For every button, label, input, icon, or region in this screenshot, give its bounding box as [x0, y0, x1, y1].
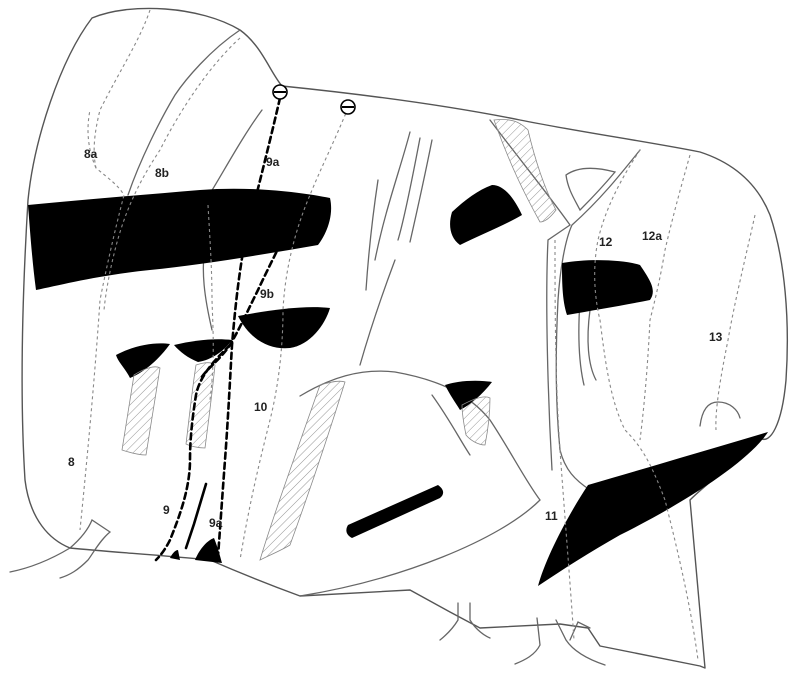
corner-line-center — [360, 260, 395, 365]
groove-2 — [398, 138, 420, 240]
roof-small-2 — [174, 339, 232, 362]
crag-outline — [22, 8, 787, 668]
label-route-9: 9 — [163, 503, 170, 517]
label-route-10: 10 — [254, 400, 268, 414]
label-route-8: 8 — [68, 455, 75, 469]
hatch-left-1 — [122, 367, 160, 455]
label-route-11: 11 — [545, 509, 558, 523]
boulder-base — [195, 538, 222, 563]
right-pillar-line-1 — [556, 150, 640, 490]
roof-center-left — [238, 307, 330, 348]
groove-4 — [366, 180, 378, 290]
label-route-12a: 12a — [642, 229, 662, 243]
roof-right — [562, 260, 653, 315]
groove-3 — [410, 140, 432, 242]
roof-right-wedge — [538, 432, 768, 586]
base-stump-center — [440, 603, 490, 640]
groove-1 — [375, 132, 410, 260]
label-route-13: 13 — [709, 330, 723, 344]
label-route-9a-bottom: 9a — [209, 516, 223, 530]
crack-upper-left — [206, 110, 262, 200]
anchor-9a — [273, 85, 287, 99]
label-route-9a-top: 9a — [266, 155, 280, 169]
label-route-8b: 8b — [155, 166, 169, 180]
roof-upper-center — [450, 185, 522, 245]
hatch-mid-center — [462, 397, 490, 445]
roof-band-left — [28, 189, 331, 290]
label-route-9b: 9b — [260, 287, 274, 301]
route-13-line — [716, 215, 755, 430]
base-root-left — [10, 548, 70, 572]
route-12-line — [595, 150, 698, 660]
route-9a-start-solid — [186, 484, 206, 548]
boulder-base-small — [170, 550, 180, 560]
anchor-10 — [341, 100, 355, 114]
roof-slash — [346, 485, 443, 538]
pocket-feature — [700, 402, 740, 426]
label-route-12: 12 — [599, 235, 613, 249]
right-pillar-line-3 — [588, 310, 596, 380]
label-route-8a: 8a — [84, 147, 98, 161]
